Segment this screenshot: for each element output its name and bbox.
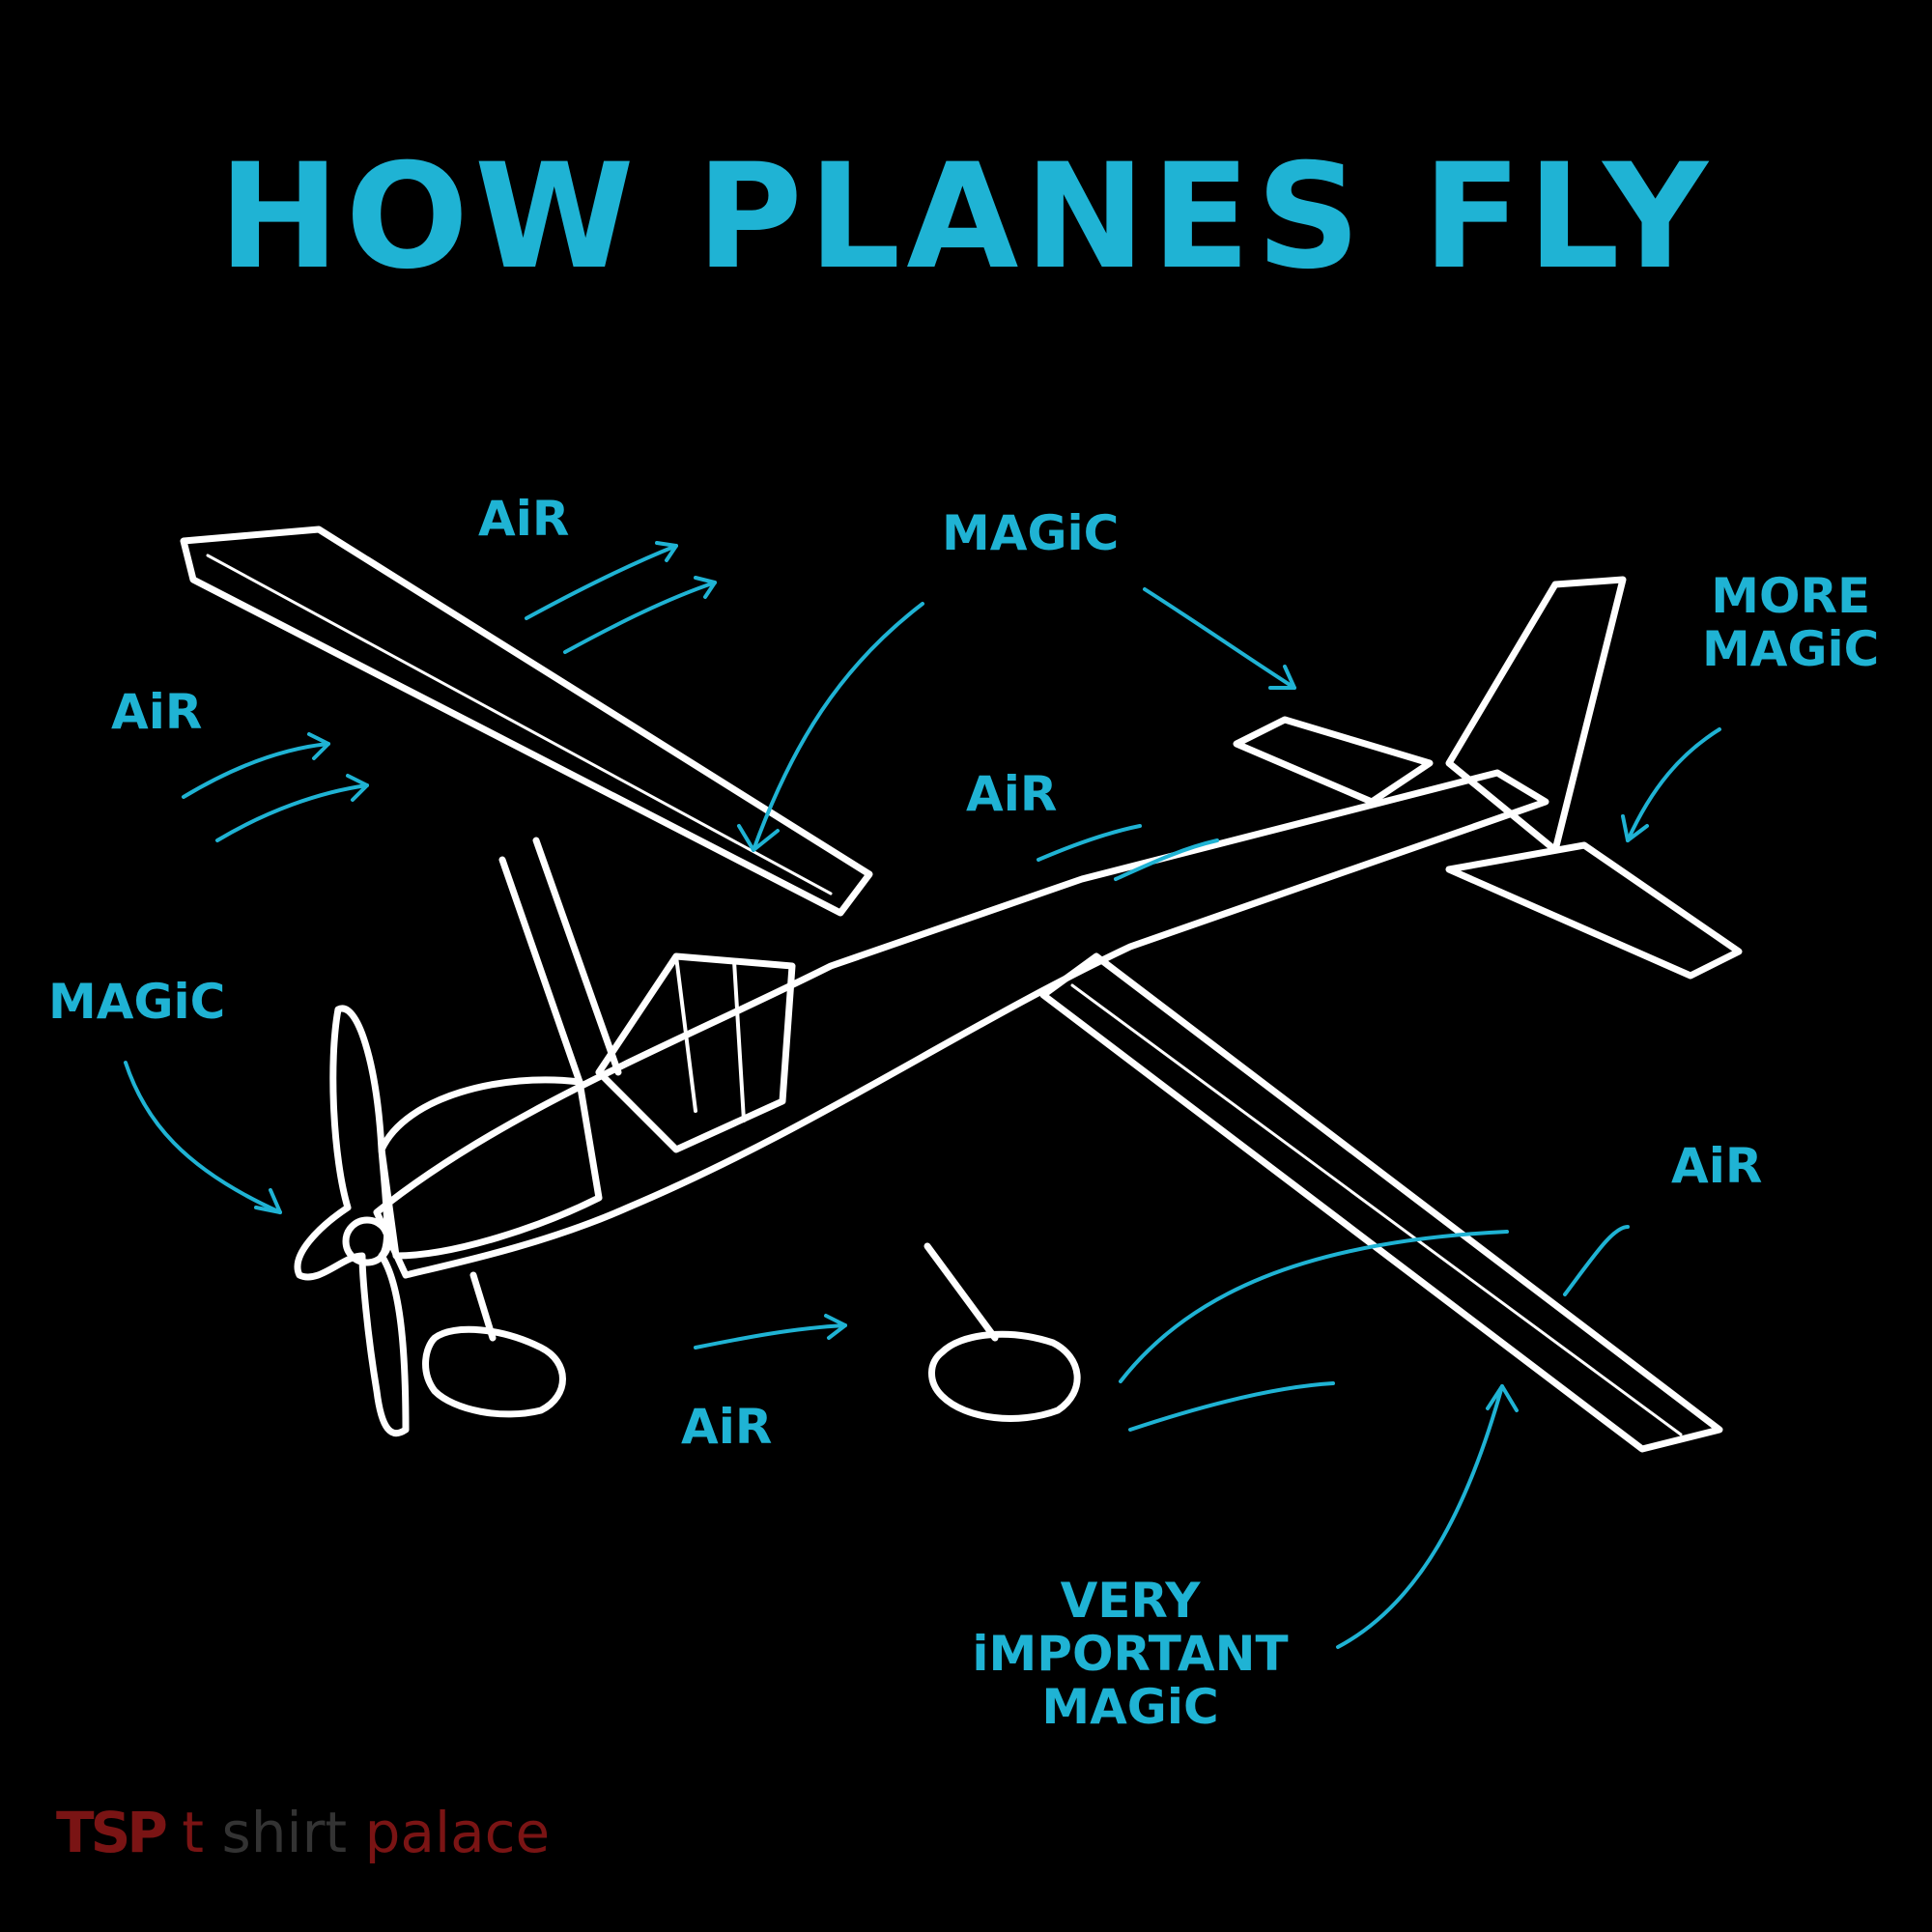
- poster-title: HOW PLANES FLY: [218, 133, 1714, 301]
- watermark-word-shirt: shirt: [221, 1800, 348, 1865]
- arrow-air-right-2: [1128, 1381, 1335, 1432]
- arrow-air-bottom: [694, 1323, 847, 1350]
- right-wing: [1039, 952, 1723, 1453]
- watermark: TSP t shirt palace: [56, 1804, 550, 1861]
- arrow-air-top-1: [525, 544, 678, 620]
- wing-strut: [498, 856, 583, 1086]
- stabilizer-right: [1445, 841, 1743, 980]
- vertical-tail: [1445, 576, 1627, 854]
- label-magic-left: MAGiC: [48, 974, 226, 1030]
- label-magic-top: MAGiC: [942, 505, 1120, 561]
- left-wing: [180, 526, 873, 917]
- label-more-magic: MORE MAGiC: [1702, 568, 1880, 677]
- arrow-air-right-3: [1563, 1225, 1630, 1296]
- arrow-air-top-2: [563, 581, 717, 654]
- landing-gear-main: [928, 1330, 1081, 1422]
- watermark-word-palace: palace: [364, 1800, 551, 1865]
- arrow-air-left-1: [182, 742, 330, 799]
- label-air-left: AiR: [111, 684, 203, 740]
- arrow-magic-left: [752, 602, 924, 852]
- cabin: [595, 952, 796, 1153]
- arrow-magic-right: [1143, 587, 1296, 690]
- fuselage: [373, 769, 1549, 1279]
- watermark-logo: TSP: [56, 1800, 168, 1865]
- label-air-bottom: AiR: [681, 1399, 773, 1455]
- label-very-important-magic: VERY iMPORTANT MAGiC: [972, 1573, 1289, 1735]
- arrow-more-magic: [1626, 727, 1721, 842]
- stabilizer-left: [1233, 716, 1434, 806]
- arrow-air-mid-1: [1037, 824, 1142, 862]
- arrow-very-important: [1336, 1384, 1504, 1649]
- label-air-mid: AiR: [966, 766, 1058, 822]
- landing-gear-front: [422, 1325, 566, 1418]
- arrow-air-mid-2: [1114, 838, 1219, 881]
- arrow-air-right-1: [1119, 1230, 1509, 1383]
- arrow-magic-left-2: [124, 1061, 282, 1214]
- engine-cowling: [378, 1076, 603, 1260]
- label-air-top: AiR: [478, 491, 570, 547]
- arrow-air-left-2: [215, 783, 369, 842]
- watermark-word-t: t: [182, 1800, 205, 1865]
- label-air-right: AiR: [1671, 1138, 1763, 1194]
- propeller: [294, 1005, 410, 1437]
